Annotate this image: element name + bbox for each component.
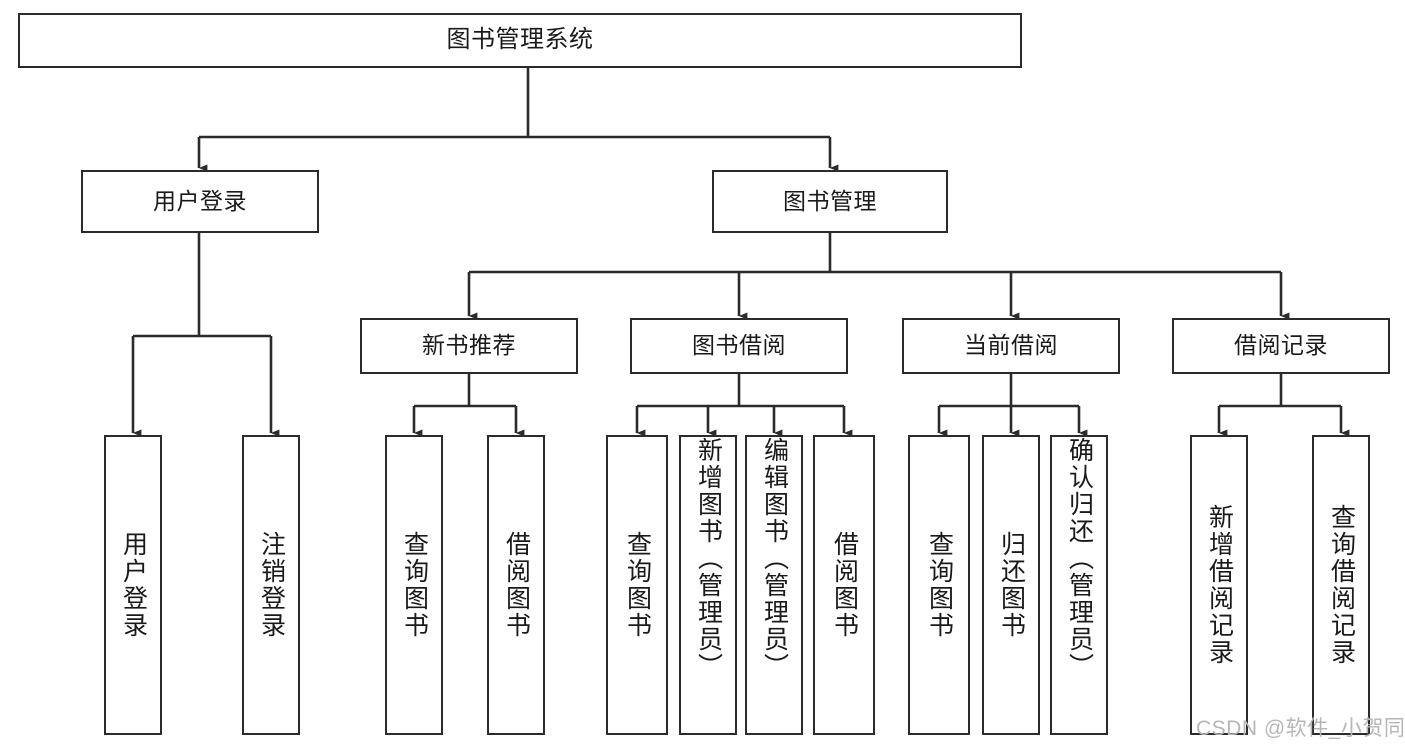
node-leaf-logout[interactable]: 注销登录 bbox=[242, 435, 300, 735]
node-label: 查询图书 bbox=[623, 531, 652, 639]
node-leaf-query-borrow-record[interactable]: 查询借阅记录 bbox=[1312, 435, 1370, 735]
node-book-manage[interactable]: 图书管理 bbox=[712, 170, 948, 233]
node-label: 用户登录 bbox=[119, 531, 148, 639]
node-new-book-recommend[interactable]: 新书推荐 bbox=[360, 318, 578, 374]
node-leaf-return-book[interactable]: 归还图书 bbox=[982, 435, 1040, 735]
node-label: 新书推荐 bbox=[422, 332, 516, 359]
node-label: 编辑图书（管理员） bbox=[760, 437, 789, 680]
node-label: 查询图书 bbox=[925, 531, 954, 639]
node-label: 新增图书（管理员） bbox=[694, 437, 723, 680]
node-label: 确认归还（管理员） bbox=[1065, 437, 1094, 680]
node-label: 图书借阅 bbox=[692, 332, 786, 359]
node-leaf-borrow-book-rec[interactable]: 借阅图书 bbox=[487, 435, 545, 735]
node-leaf-add-book-admin[interactable]: 新增图书（管理员） bbox=[679, 435, 737, 735]
node-user-login[interactable]: 用户登录 bbox=[81, 170, 319, 233]
node-leaf-query-book-current[interactable]: 查询图书 bbox=[908, 435, 970, 735]
csdn-watermark: CSDN @软件_小贺同学 bbox=[1196, 717, 1405, 740]
node-label: 查询借阅记录 bbox=[1327, 504, 1356, 666]
node-current-borrow[interactable]: 当前借阅 bbox=[902, 318, 1120, 374]
node-label: 新增借阅记录 bbox=[1205, 504, 1234, 666]
node-label: 借阅图书 bbox=[502, 531, 531, 639]
node-label: 归还图书 bbox=[997, 531, 1026, 639]
node-label: 注销登录 bbox=[257, 531, 286, 639]
node-borrow-record[interactable]: 借阅记录 bbox=[1172, 318, 1390, 374]
node-label: 图书管理系统 bbox=[446, 26, 594, 54]
node-leaf-query-book-rec[interactable]: 查询图书 bbox=[385, 435, 443, 735]
node-label: 用户登录 bbox=[153, 187, 247, 214]
node-label: 图书管理 bbox=[783, 187, 877, 214]
node-label: 借阅记录 bbox=[1234, 332, 1328, 359]
node-root[interactable]: 图书管理系统 bbox=[18, 13, 1022, 68]
node-book-borrow[interactable]: 图书借阅 bbox=[630, 318, 848, 374]
node-leaf-borrow-book-borrow[interactable]: 借阅图书 bbox=[813, 435, 875, 735]
node-leaf-add-borrow-record[interactable]: 新增借阅记录 bbox=[1190, 435, 1248, 735]
node-leaf-query-book-borrow[interactable]: 查询图书 bbox=[606, 435, 668, 735]
node-leaf-user-login[interactable]: 用户登录 bbox=[104, 435, 162, 735]
node-label: 查询图书 bbox=[400, 531, 429, 639]
node-leaf-confirm-return-admin[interactable]: 确认归还（管理员） bbox=[1050, 435, 1108, 735]
node-leaf-edit-book-admin[interactable]: 编辑图书（管理员） bbox=[745, 435, 803, 735]
node-label: 借阅图书 bbox=[830, 531, 859, 639]
node-label: 当前借阅 bbox=[964, 332, 1058, 359]
